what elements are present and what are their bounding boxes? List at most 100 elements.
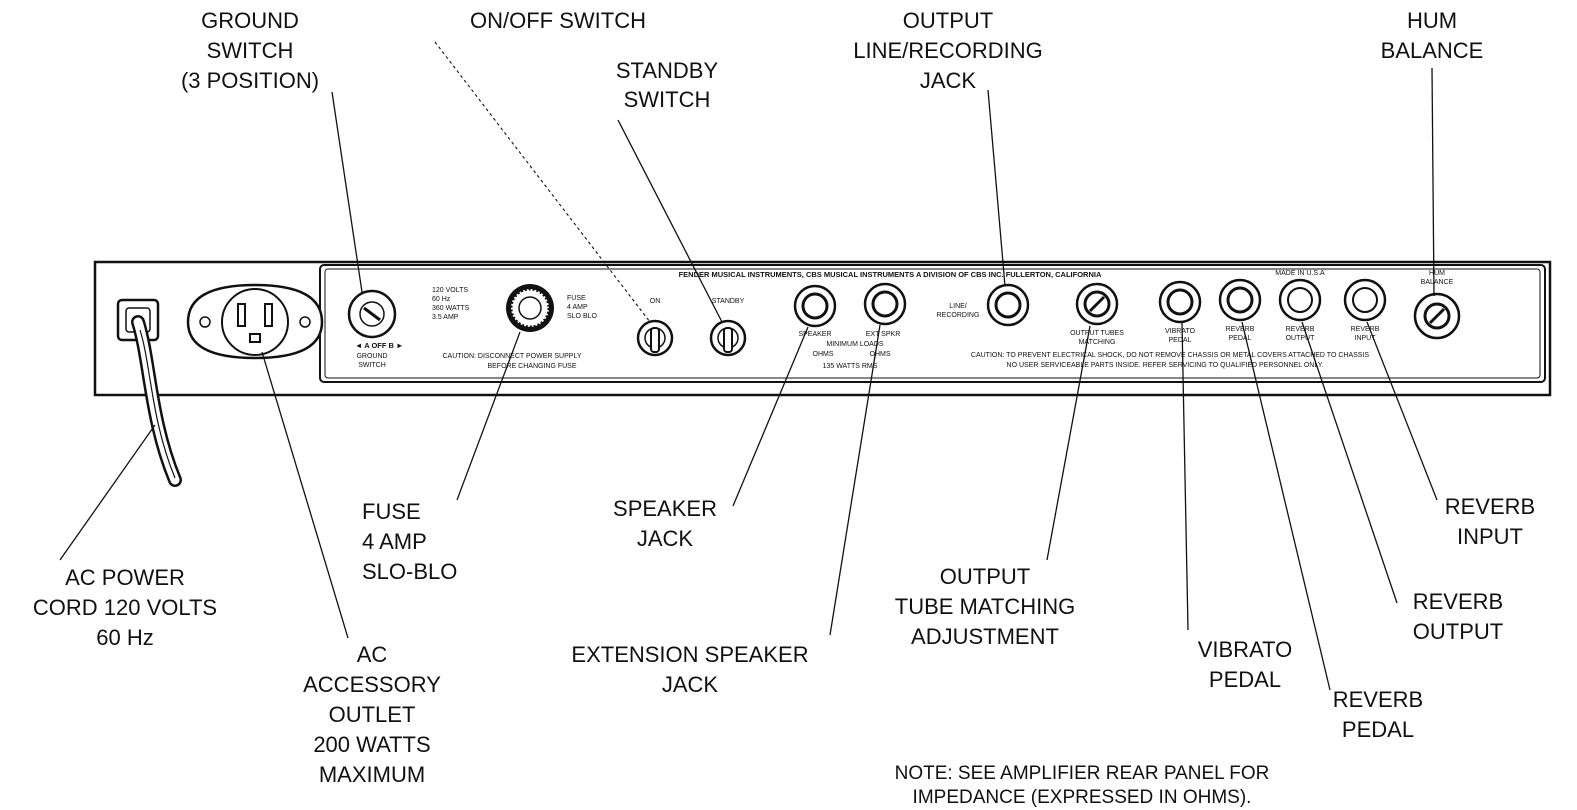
- fuse-line-3: SLO-BLO: [362, 559, 457, 584]
- ground-switch-line-1: GROUND: [201, 8, 299, 33]
- on-off-switch-line-1: ON/OFF SWITCH: [470, 8, 646, 33]
- panel-reverb-output-2: OUTPUT: [1286, 335, 1316, 342]
- panel-speaker-label: SPEAKER: [798, 331, 831, 338]
- callout-output-tube: OUTPUT TUBE MATCHING ADJUSTMENT: [895, 564, 1075, 649]
- leader-lines: [59, 41, 1438, 691]
- panel-vibrato-2: PEDAL: [1169, 337, 1192, 344]
- panel-line-1: LINE/: [949, 303, 967, 310]
- callout-fuse: FUSE 4 AMP SLO-BLO: [362, 499, 457, 584]
- ground-positions-label: ◄ A OFF B ►: [355, 341, 403, 350]
- output-tube-matching-control[interactable]: [1075, 282, 1119, 326]
- panel-ground-label-1: GROUND: [356, 353, 387, 360]
- panel-min-loads: MINIMUM LOADS: [826, 341, 884, 348]
- note-line-2: IMPEDANCE (EXPRESSED IN OHMS).: [913, 787, 1252, 808]
- panel-fuse-3: SLO BLO: [567, 313, 598, 320]
- ac-outlet-line-1: AC: [357, 642, 388, 667]
- ac-accessory-outlet: [186, 283, 324, 360]
- ac-power-line-3: 60 Hz: [96, 625, 153, 650]
- reverb-output-line-2: OUTPUT: [1413, 619, 1503, 644]
- reverb-pedal-line-2: PEDAL: [1342, 717, 1414, 742]
- rating-hz: 60 Hz: [432, 296, 451, 303]
- panel-output-tubes-2: MATCHING: [1079, 339, 1116, 346]
- speaker-jack-line-1: SPEAKER: [613, 496, 717, 521]
- panel-hum-1: HUM: [1429, 270, 1445, 277]
- rating-amp: 3.5 AMP: [432, 314, 459, 321]
- panel-vibrato-1: VIBRATO: [1165, 328, 1196, 335]
- ac-outlet-line-2: ACCESSORY: [303, 672, 441, 697]
- extension-speaker-line-2: JACK: [662, 672, 719, 697]
- callout-reverb-pedal: REVERB PEDAL: [1333, 687, 1423, 742]
- caution-power-1: CAUTION: DISCONNECT POWER SUPPLY: [443, 353, 582, 360]
- panel-fuse-1: FUSE: [567, 295, 586, 302]
- panel-ext-spkr-label: EXT SPKR: [866, 331, 901, 338]
- panel-ohms-right: OHMS: [870, 351, 891, 358]
- fuse-holder[interactable]: [506, 284, 554, 332]
- callout-standby-switch: STANDBY SWITCH: [616, 58, 719, 112]
- callout-on-off-switch: ON/OFF SWITCH: [470, 8, 646, 33]
- panel-ohms-left: OHMS: [813, 351, 834, 358]
- callout-speaker-jack: SPEAKER JACK: [613, 496, 717, 551]
- panel-reverb-pedal-1: REVERB: [1226, 326, 1255, 333]
- ground-switch[interactable]: [347, 289, 397, 339]
- ac-outlet-line-4: 200 WATTS: [313, 732, 430, 757]
- output-line-line-3: JACK: [920, 68, 977, 93]
- caution-power-2: BEFORE CHANGING FUSE: [487, 363, 576, 370]
- hum-balance-line-2: BALANCE: [1381, 38, 1484, 63]
- panel-standby-label: STANDBY: [712, 298, 745, 305]
- vibrato-pedal-line-2: PEDAL: [1209, 667, 1281, 692]
- callout-ground-switch: GROUND SWITCH (3 POSITION): [181, 8, 319, 93]
- callout-reverb-input: REVERB INPUT: [1445, 494, 1535, 549]
- panel-hum-2: BALANCE: [1421, 279, 1454, 286]
- ac-outlet-line-5: MAXIMUM: [319, 762, 425, 787]
- panel-on-label: ON: [650, 298, 661, 305]
- rating-volts: 120 VOLTS: [432, 287, 468, 294]
- output-line-line-1: OUTPUT: [903, 8, 993, 33]
- panel-reverb-pedal-2: PEDAL: [1229, 335, 1252, 342]
- panel-output-tubes-1: OUTPUT TUBES: [1070, 330, 1124, 337]
- reverb-output-jack[interactable]: [1278, 278, 1322, 322]
- reverb-output-line-1: REVERB: [1413, 589, 1503, 614]
- reverb-input-jack[interactable]: [1343, 278, 1387, 322]
- power-cord: [116, 298, 182, 487]
- ground-switch-line-2: SWITCH: [207, 38, 294, 63]
- speaker-jack[interactable]: [793, 284, 837, 328]
- on-off-toggle[interactable]: [636, 319, 674, 357]
- panel-reverb-input-2: INPUT: [1355, 335, 1377, 342]
- reverb-input-line-1: REVERB: [1445, 494, 1535, 519]
- vibrato-pedal-line-1: VIBRATO: [1198, 637, 1293, 662]
- callout-hum-balance: HUM BALANCE: [1381, 8, 1484, 63]
- caution-shock-1: CAUTION: TO PREVENT ELECTRICAL SHOCK, DO…: [971, 352, 1370, 359]
- output-tube-line-2: TUBE MATCHING: [895, 594, 1075, 619]
- fuse-line-1: FUSE: [362, 499, 421, 524]
- line-recording-jack[interactable]: [986, 283, 1030, 327]
- panel-watts-rms: 135 WATTS RMS: [823, 363, 878, 370]
- reverb-pedal-jack[interactable]: [1218, 278, 1262, 322]
- callout-ac-outlet: AC ACCESSORY OUTLET 200 WATTS MAXIMUM: [303, 642, 441, 787]
- hum-balance-line-1: HUM: [1407, 8, 1457, 33]
- callout-extension-speaker: EXTENSION SPEAKER JACK: [571, 642, 808, 697]
- panel-line-2: RECORDING: [937, 312, 980, 319]
- ext-speaker-jack[interactable]: [863, 282, 907, 326]
- reverb-input-line-2: INPUT: [1457, 524, 1523, 549]
- note: NOTE: SEE AMPLIFIER REAR PANEL FOR IMPED…: [895, 763, 1270, 808]
- callout-vibrato-pedal: VIBRATO PEDAL: [1198, 637, 1293, 692]
- output-tube-line-1: OUTPUT: [940, 564, 1030, 589]
- fuse-line-2: 4 AMP: [362, 529, 427, 554]
- ac-outlet-line-3: OUTLET: [329, 702, 416, 727]
- standby-toggle[interactable]: [709, 319, 747, 357]
- speaker-jack-line-2: JACK: [637, 526, 694, 551]
- hum-balance-control[interactable]: [1413, 292, 1461, 340]
- panel-ground-label-2: SWITCH: [358, 362, 386, 369]
- extension-speaker-line-1: EXTENSION SPEAKER: [571, 642, 808, 667]
- ac-power-line-1: AC POWER: [65, 565, 185, 590]
- rating-watts: 360 WATTS: [432, 305, 470, 312]
- panel-reverb-input-1: REVERB: [1351, 326, 1380, 333]
- ac-power-line-2: CORD 120 VOLTS: [33, 595, 217, 620]
- vibrato-pedal-jack[interactable]: [1158, 280, 1202, 324]
- panel-reverb-output-1: REVERB: [1286, 326, 1315, 333]
- panel-manufacturer: FENDER MUSICAL INSTRUMENTS, CBS MUSICAL …: [679, 270, 1102, 279]
- chassis: [93, 260, 1552, 397]
- callout-reverb-output: REVERB OUTPUT: [1413, 589, 1503, 644]
- reverb-pedal-line-1: REVERB: [1333, 687, 1423, 712]
